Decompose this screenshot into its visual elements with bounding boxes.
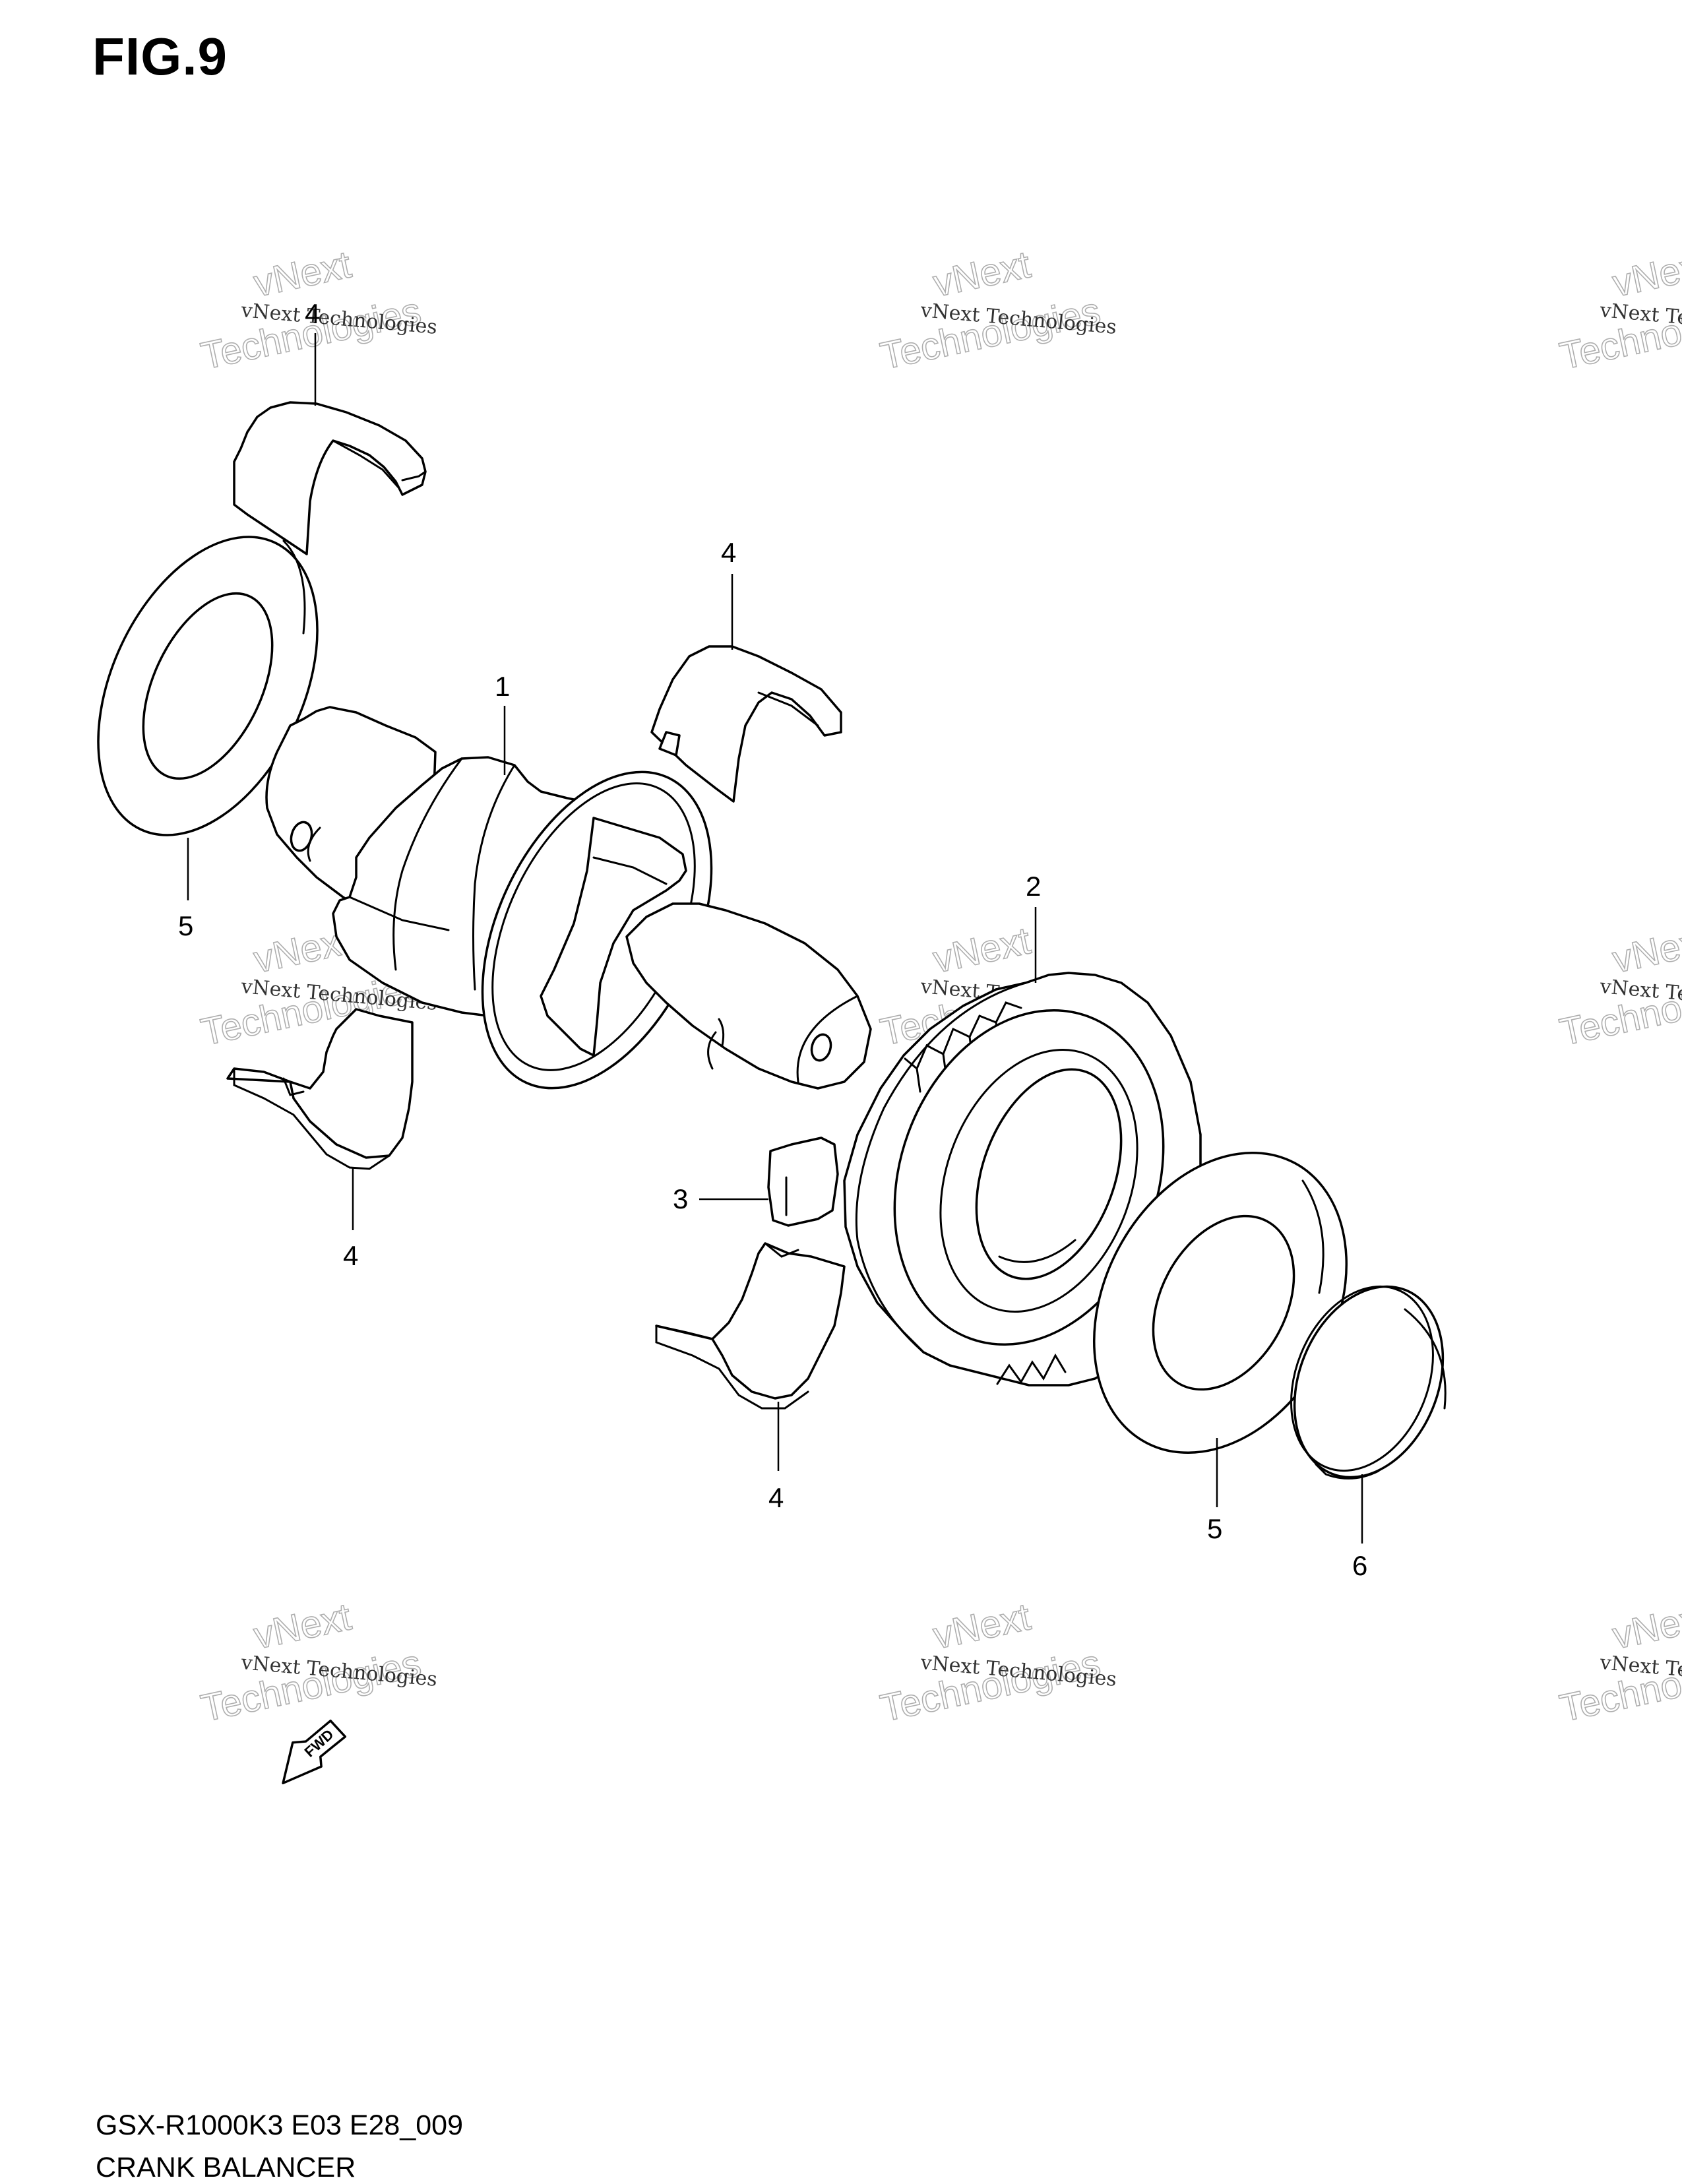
svg-text:4: 4 xyxy=(305,298,320,329)
svg-text:vNext: vNext xyxy=(250,243,355,305)
svg-text:4: 4 xyxy=(721,537,736,568)
callout-5-left: 5 xyxy=(178,838,193,941)
bearing-shell-top-left xyxy=(233,401,427,555)
svg-text:1: 1 xyxy=(495,671,510,702)
bearing-shell-upper-right xyxy=(650,645,842,803)
svg-text:2: 2 xyxy=(1026,871,1041,902)
watermark-top-right: vNext Technologies vNext Technologies xyxy=(1555,243,1682,379)
callout-6: 6 xyxy=(1352,1474,1367,1581)
svg-text:vNext: vNext xyxy=(929,919,1034,981)
svg-text:5: 5 xyxy=(178,910,193,941)
woodruff-key xyxy=(767,1137,839,1227)
figure-code: GSX-R1000K3 E03 E28_009 xyxy=(96,2109,464,2141)
end-cap xyxy=(1290,1285,1447,1480)
svg-text:4: 4 xyxy=(343,1240,358,1271)
callout-4-lower-center: 4 xyxy=(768,1402,784,1513)
svg-text:vNext: vNext xyxy=(929,243,1034,305)
watermark-bottom-center: vNext Technologies vNext Technologies xyxy=(876,1595,1117,1731)
thrust-washer-right xyxy=(1093,1151,1348,1454)
figure-caption: CRANK BALANCER xyxy=(96,2152,356,2183)
watermark-top-center: vNext Technologies vNext Technologies xyxy=(876,243,1117,379)
watermark-bottom-right: vNext Technologies vNext Technologies xyxy=(1555,1595,1682,1731)
callout-2: 2 xyxy=(1026,871,1041,983)
callout-1: 1 xyxy=(495,671,510,775)
callout-4-top-left: 4 xyxy=(305,298,320,406)
svg-text:vNext: vNext xyxy=(250,1595,355,1657)
svg-text:6: 6 xyxy=(1352,1550,1367,1581)
bearing-shell-lower-left xyxy=(226,1008,414,1170)
svg-text:vNext: vNext xyxy=(929,1595,1034,1657)
figure-title: FIG.9 xyxy=(92,27,228,86)
svg-text:vNext: vNext xyxy=(1609,919,1682,981)
balancer-shaft xyxy=(265,706,872,1090)
svg-text:5: 5 xyxy=(1207,1513,1222,1544)
svg-text:vNext: vNext xyxy=(1609,1595,1682,1657)
svg-text:vNext: vNext xyxy=(1609,243,1682,305)
callout-4-upper-right: 4 xyxy=(721,537,736,650)
fwd-arrow-icon: FWD xyxy=(282,1719,347,1785)
callout-3: 3 xyxy=(673,1183,768,1214)
watermark-bottom-left: vNext Technologies vNext Technologies xyxy=(197,1595,438,1731)
bearing-shell-lower-center xyxy=(655,1242,846,1410)
svg-text:4: 4 xyxy=(768,1482,784,1513)
watermark-mid-right: vNext Technologies vNext Technologies xyxy=(1555,919,1682,1055)
callout-4-lower-left: 4 xyxy=(343,1168,358,1271)
svg-text:3: 3 xyxy=(673,1183,688,1214)
callout-5-right: 5 xyxy=(1207,1438,1222,1544)
